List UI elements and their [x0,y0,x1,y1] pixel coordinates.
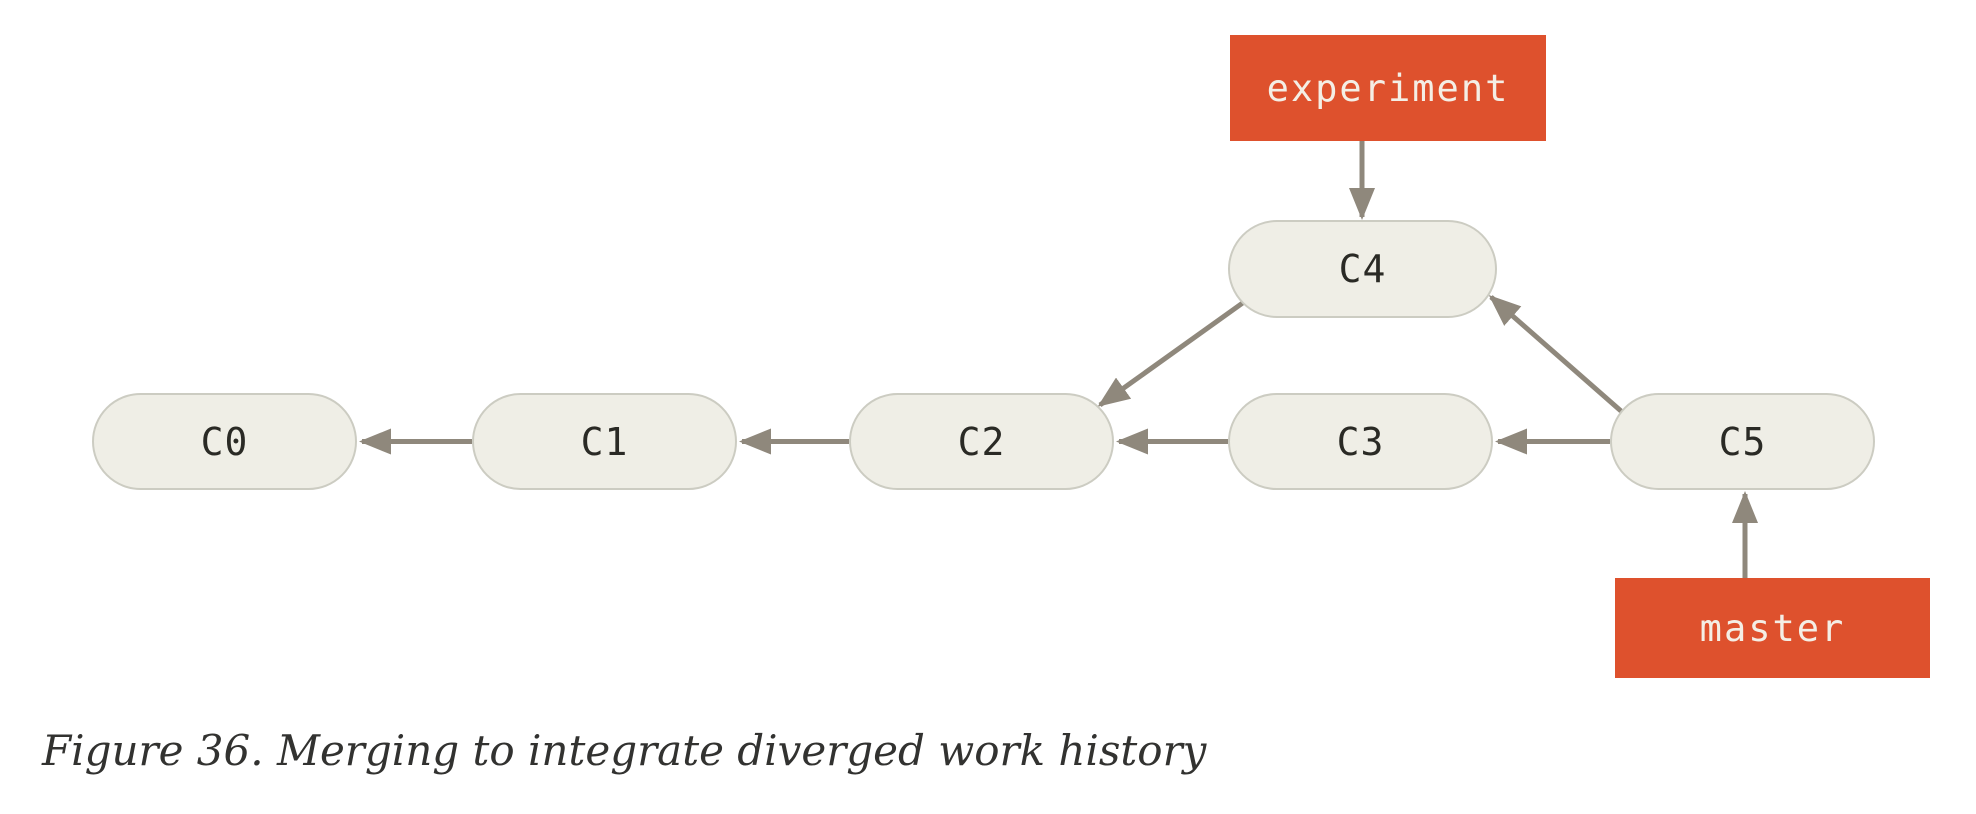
commit-node-c3: C3 [1228,393,1493,490]
commit-node-c0: C0 [92,393,357,490]
arrow-c5-to-c4 [1488,295,1623,413]
commit-node-c5: C5 [1610,393,1875,490]
branch-label-master-label: master [1699,606,1846,650]
commit-node-c2-label: C2 [957,419,1006,464]
commit-node-c2: C2 [849,393,1114,490]
figure-caption: Figure 36. Merging to integrate diverged… [42,726,1207,775]
commit-node-c1: C1 [472,393,737,490]
commit-node-c3-label: C3 [1336,419,1385,464]
branch-label-experiment-label: experiment [1266,66,1510,110]
commit-node-c1-label: C1 [580,419,629,464]
commit-node-c4-label: C4 [1338,247,1387,291]
branch-label-experiment: experiment [1230,35,1546,141]
commit-node-c0-label: C0 [200,419,249,464]
commit-node-c5-label: C5 [1718,419,1767,464]
branch-label-master: master [1615,578,1930,678]
arrow-c4-to-c2 [1097,299,1246,408]
commit-node-c4: C4 [1228,220,1497,318]
